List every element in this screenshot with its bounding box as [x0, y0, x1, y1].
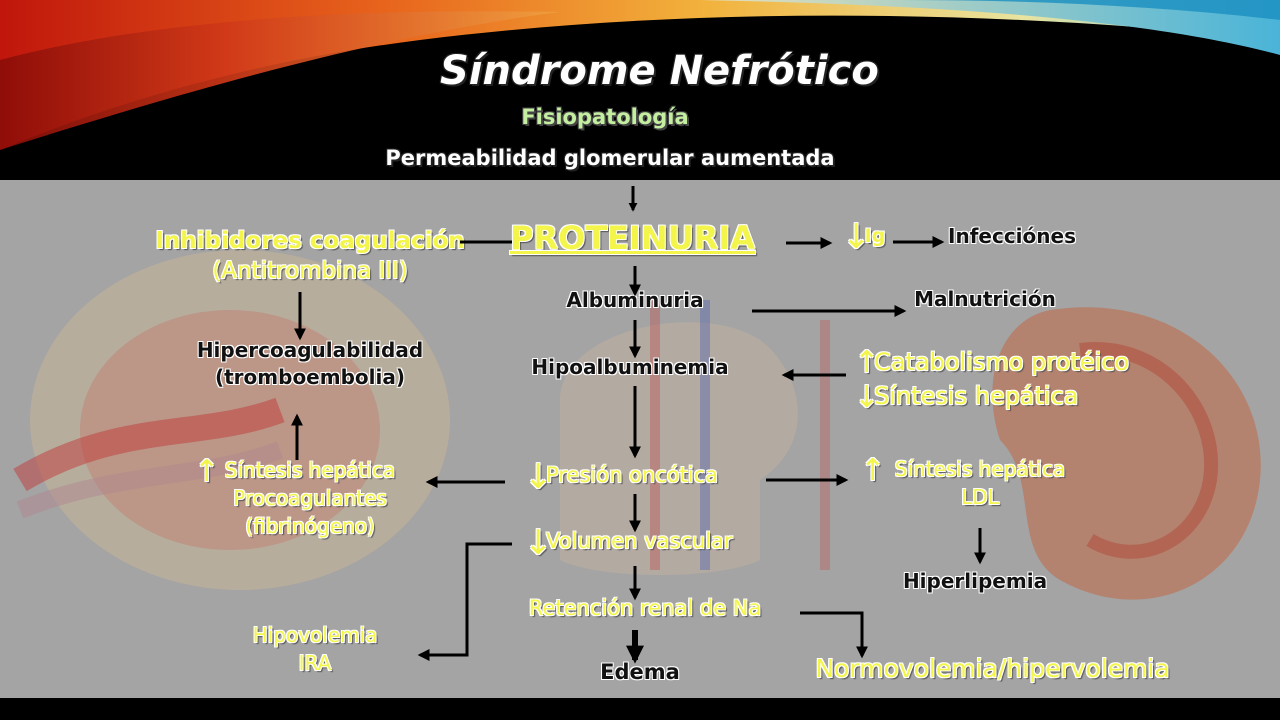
kidney-illustration [13, 250, 1261, 600]
node-hiperlipemia: Hiperlipemia [902, 569, 1048, 593]
down-arrow-glyph: ↓ [854, 380, 880, 415]
node-hipovolemia-1: Hipovolemia [252, 623, 378, 647]
node-retencion-na: Retención renal de Na [528, 596, 762, 620]
node-hipovolemia-2: IRA [298, 651, 332, 675]
slide-title: Síndrome Nefrótico [440, 48, 879, 94]
node-infecciones: Infecciónes [948, 224, 1076, 248]
header-band [0, 0, 1280, 180]
node-antitrombina: (Antitrombina III) [212, 258, 408, 284]
node-catabolismo: Catabolismo protéico [874, 348, 1130, 376]
content-area [0, 180, 1280, 698]
up-arrow-glyph: ↑ [860, 453, 886, 488]
node-volumen-vascular: Volumen vascular [546, 529, 733, 553]
node-normovolemia: Normovolemia/hipervolemia [815, 654, 1170, 683]
node-albuminuria: Albuminuria [566, 288, 704, 312]
node-inhibidores: Inhibidores coagulación [155, 228, 465, 254]
node-presion-oncotica: Presión oncótica [546, 463, 719, 487]
cause-label: Permeabilidad glomerular aumentada [385, 146, 835, 170]
arrow-retencion-normovolemia [800, 611, 868, 659]
node-sintesis-proc-2: Procoagulantes [233, 486, 387, 510]
node-sintesis-hepatica: Síntesis hepática [874, 382, 1079, 410]
up-arrow-glyph: ↑ [854, 345, 880, 380]
footer-band [0, 698, 1280, 720]
node-malnutricion: Malnutrición [914, 287, 1056, 311]
node-hipercoag-1: Hipercoagulabilidad [196, 338, 424, 362]
arrow-volumen-hipovolemia [417, 542, 512, 661]
node-ig: Ig [864, 225, 886, 247]
node-proteinuria: PROTEINURIA [510, 219, 755, 257]
node-hipoalbuminemia: Hipoalbuminemia [531, 355, 729, 379]
node-sintesis-proc-3: (fibrinógeno) [245, 514, 375, 538]
slide-subtitle: Fisiopatología [521, 105, 689, 129]
down-arrow-glyph: ↓ [842, 217, 871, 257]
node-edema: Edema [600, 660, 680, 684]
node-hipercoag-2: (tromboembolia) [214, 365, 405, 389]
node-sintesis-ldl-1: Síntesis hepática [894, 457, 1066, 481]
node-sintesis-ldl-2: LDL [961, 485, 999, 509]
decorative-swoosh [0, 0, 1280, 150]
node-sintesis-proc-1: Síntesis hepática [224, 458, 396, 482]
up-arrow-glyph: ↑ [194, 454, 220, 489]
